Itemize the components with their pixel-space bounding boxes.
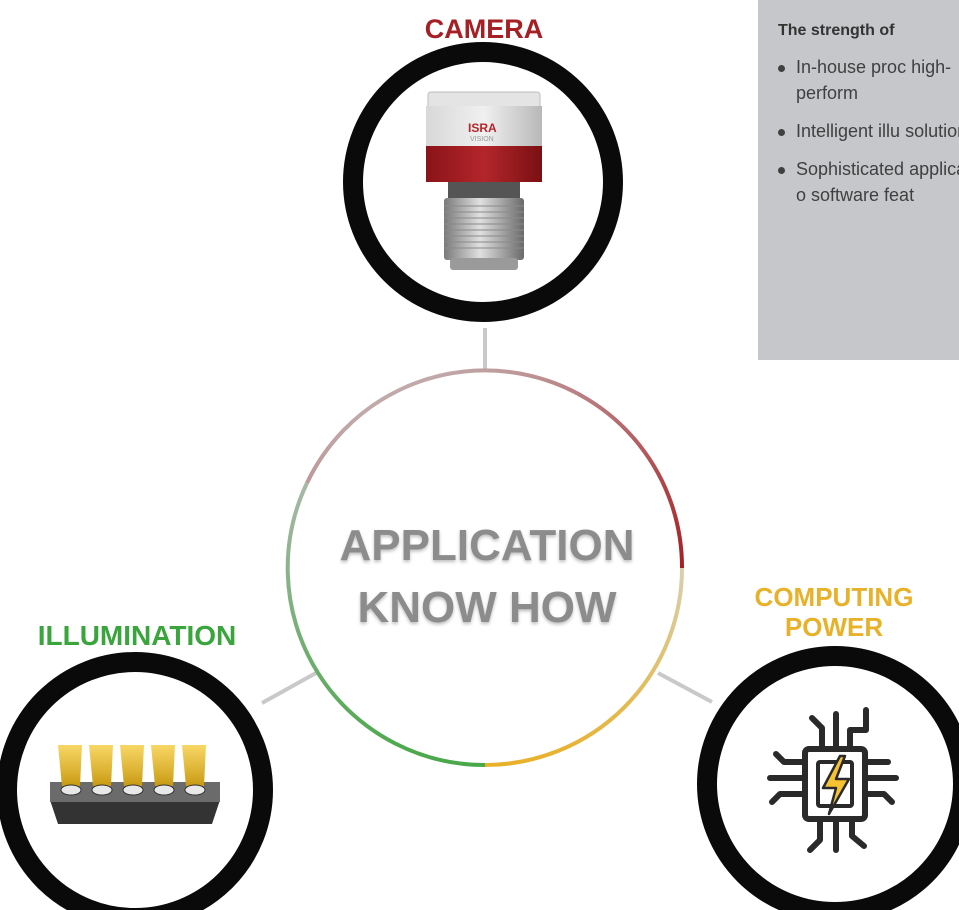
connector-illumination [261, 671, 317, 705]
connector-computing [657, 671, 713, 704]
camera-label: CAMERA [425, 14, 544, 44]
bullet-icon [778, 65, 785, 72]
center-title-line2: KNOW HOW [357, 583, 617, 632]
center-arc-red [305, 368, 685, 569]
info-panel: The strength of In-house proc high-perfo… [758, 0, 959, 360]
camera-node: CAMERA ISRA [343, 14, 623, 322]
light-bar-icon [50, 745, 220, 824]
illumination-label: ILLUMINATION [38, 620, 237, 651]
bullet-icon [778, 167, 785, 174]
camera-brand: ISRA [468, 121, 497, 135]
computing-label-line1: COMPUTING [755, 582, 914, 612]
camera-brand-sub: VISION [470, 136, 494, 143]
info-list-item: In-house proc high-perform [778, 54, 959, 106]
illumination-node: ILLUMINATION [0, 620, 273, 910]
center-circle: APPLICATION KNOW HOW [285, 368, 685, 768]
info-list-item-text: Sophisticated application-o software fea… [796, 159, 959, 205]
info-panel-title: The strength of [778, 22, 895, 39]
bullet-icon [778, 129, 785, 136]
processor-chip-icon [767, 707, 899, 853]
info-list-item: Intelligent illu solutions [778, 118, 959, 144]
info-list-item-text: In-house proc high-perform [796, 57, 952, 103]
camera-icon: ISRA VISION [426, 91, 542, 270]
center-arc-green [285, 482, 486, 768]
computing-node: COMPUTING POWER [697, 582, 959, 910]
info-list-item: Sophisticated application-o software fea… [778, 156, 959, 208]
info-panel-list: In-house proc high-perform Intelligent i… [778, 54, 959, 208]
computing-label-line2: POWER [785, 612, 883, 642]
info-list-item-text: Intelligent illu solutions [796, 121, 959, 141]
center-arc-yellow [484, 567, 684, 767]
center-title-line1: APPLICATION [340, 521, 635, 570]
